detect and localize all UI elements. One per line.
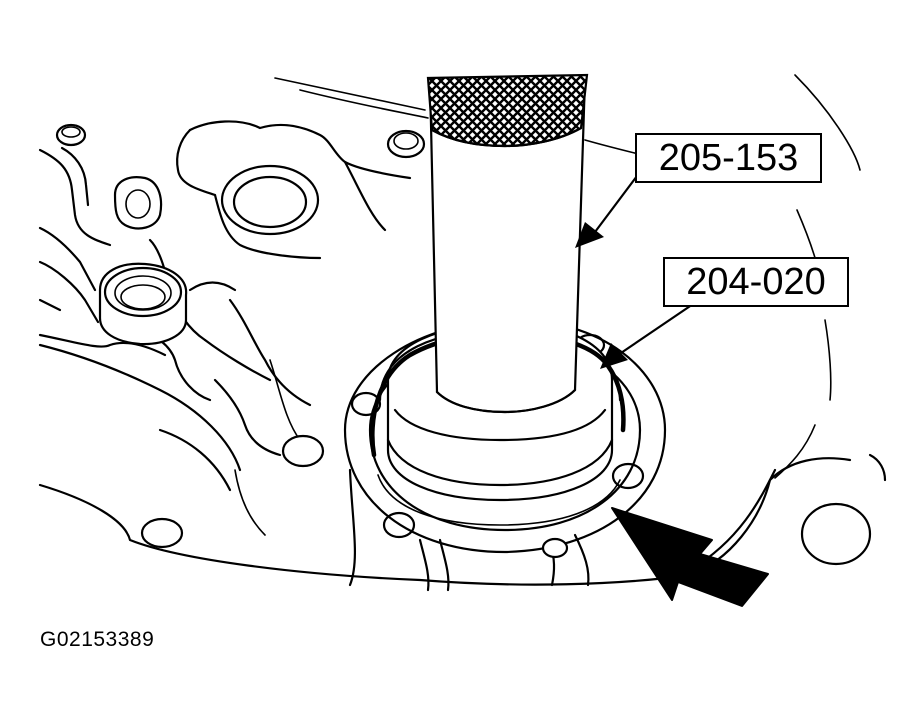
driver-handle [426,73,589,414]
callout-204-020: 204-020 [663,257,849,307]
left-casting [38,120,412,536]
callout-leader-tool-a [575,170,642,248]
callout-leader-tool-b [600,296,704,369]
direction-arrow [611,507,769,607]
figure-id: G02153389 [40,628,155,651]
callout-204-020-text: 204-020 [686,261,826,303]
callout-205-153-text: 205-153 [658,137,799,179]
callout-205-153: 205-153 [635,133,822,183]
